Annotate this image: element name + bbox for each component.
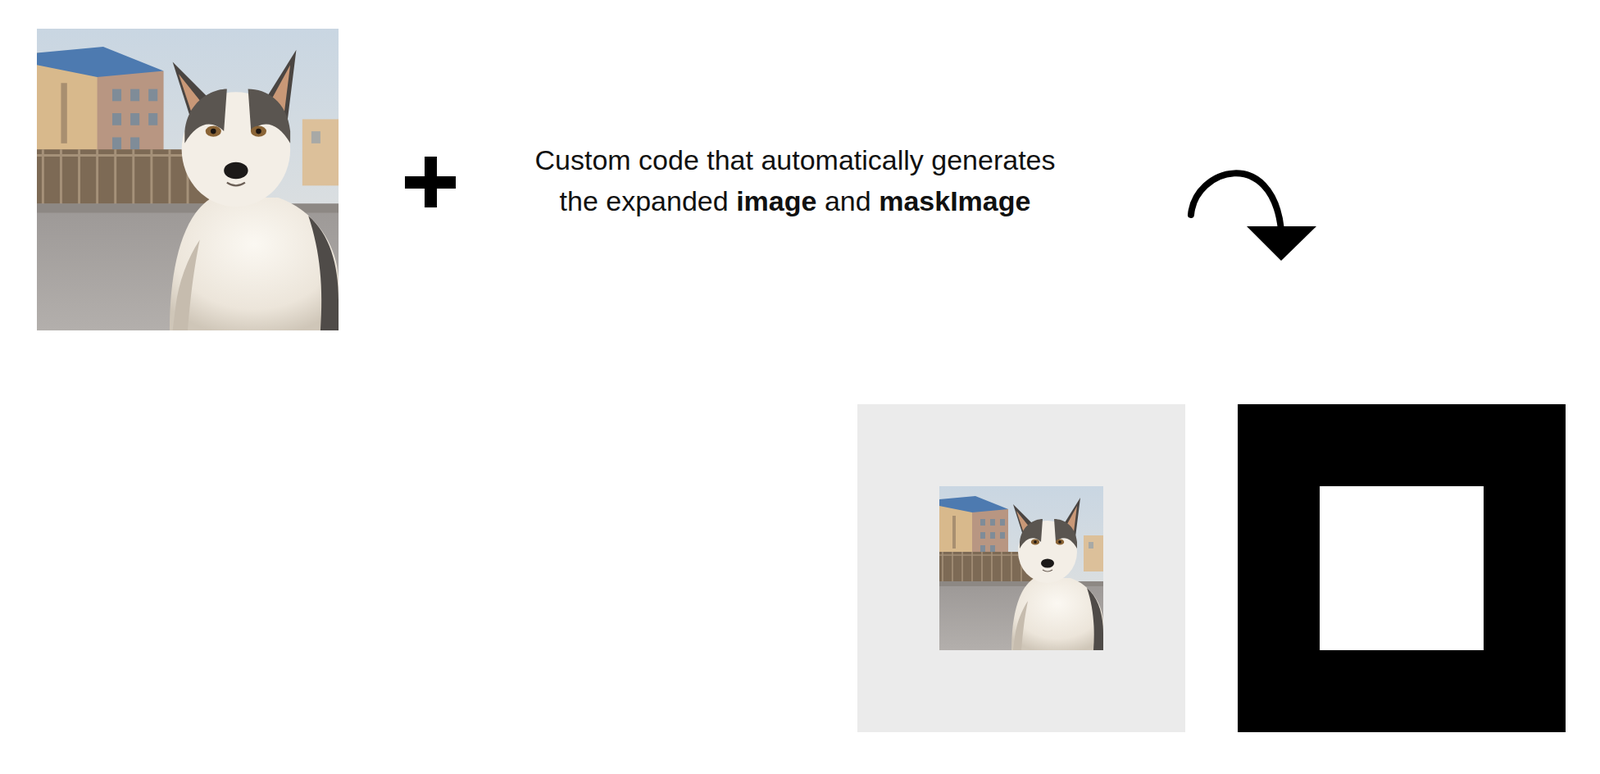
caption-text: and: [824, 180, 872, 222]
caption-text: maskImage: [878, 180, 1031, 222]
expanded-canvas: [857, 404, 1186, 732]
caption-text: Custom code that automatically generates: [426, 139, 1164, 181]
caption-group: Custom code that automatically generates…: [426, 139, 1164, 222]
mask-window: [1319, 486, 1484, 650]
mask-background: [1237, 404, 1566, 732]
source-photo: [36, 28, 339, 331]
caption-text: the expanded: [559, 180, 729, 222]
centered-photo: [939, 486, 1104, 650]
curved-arrow: [1190, 172, 1317, 261]
caption-text: image: [736, 180, 817, 222]
plus-sign: [404, 156, 456, 208]
